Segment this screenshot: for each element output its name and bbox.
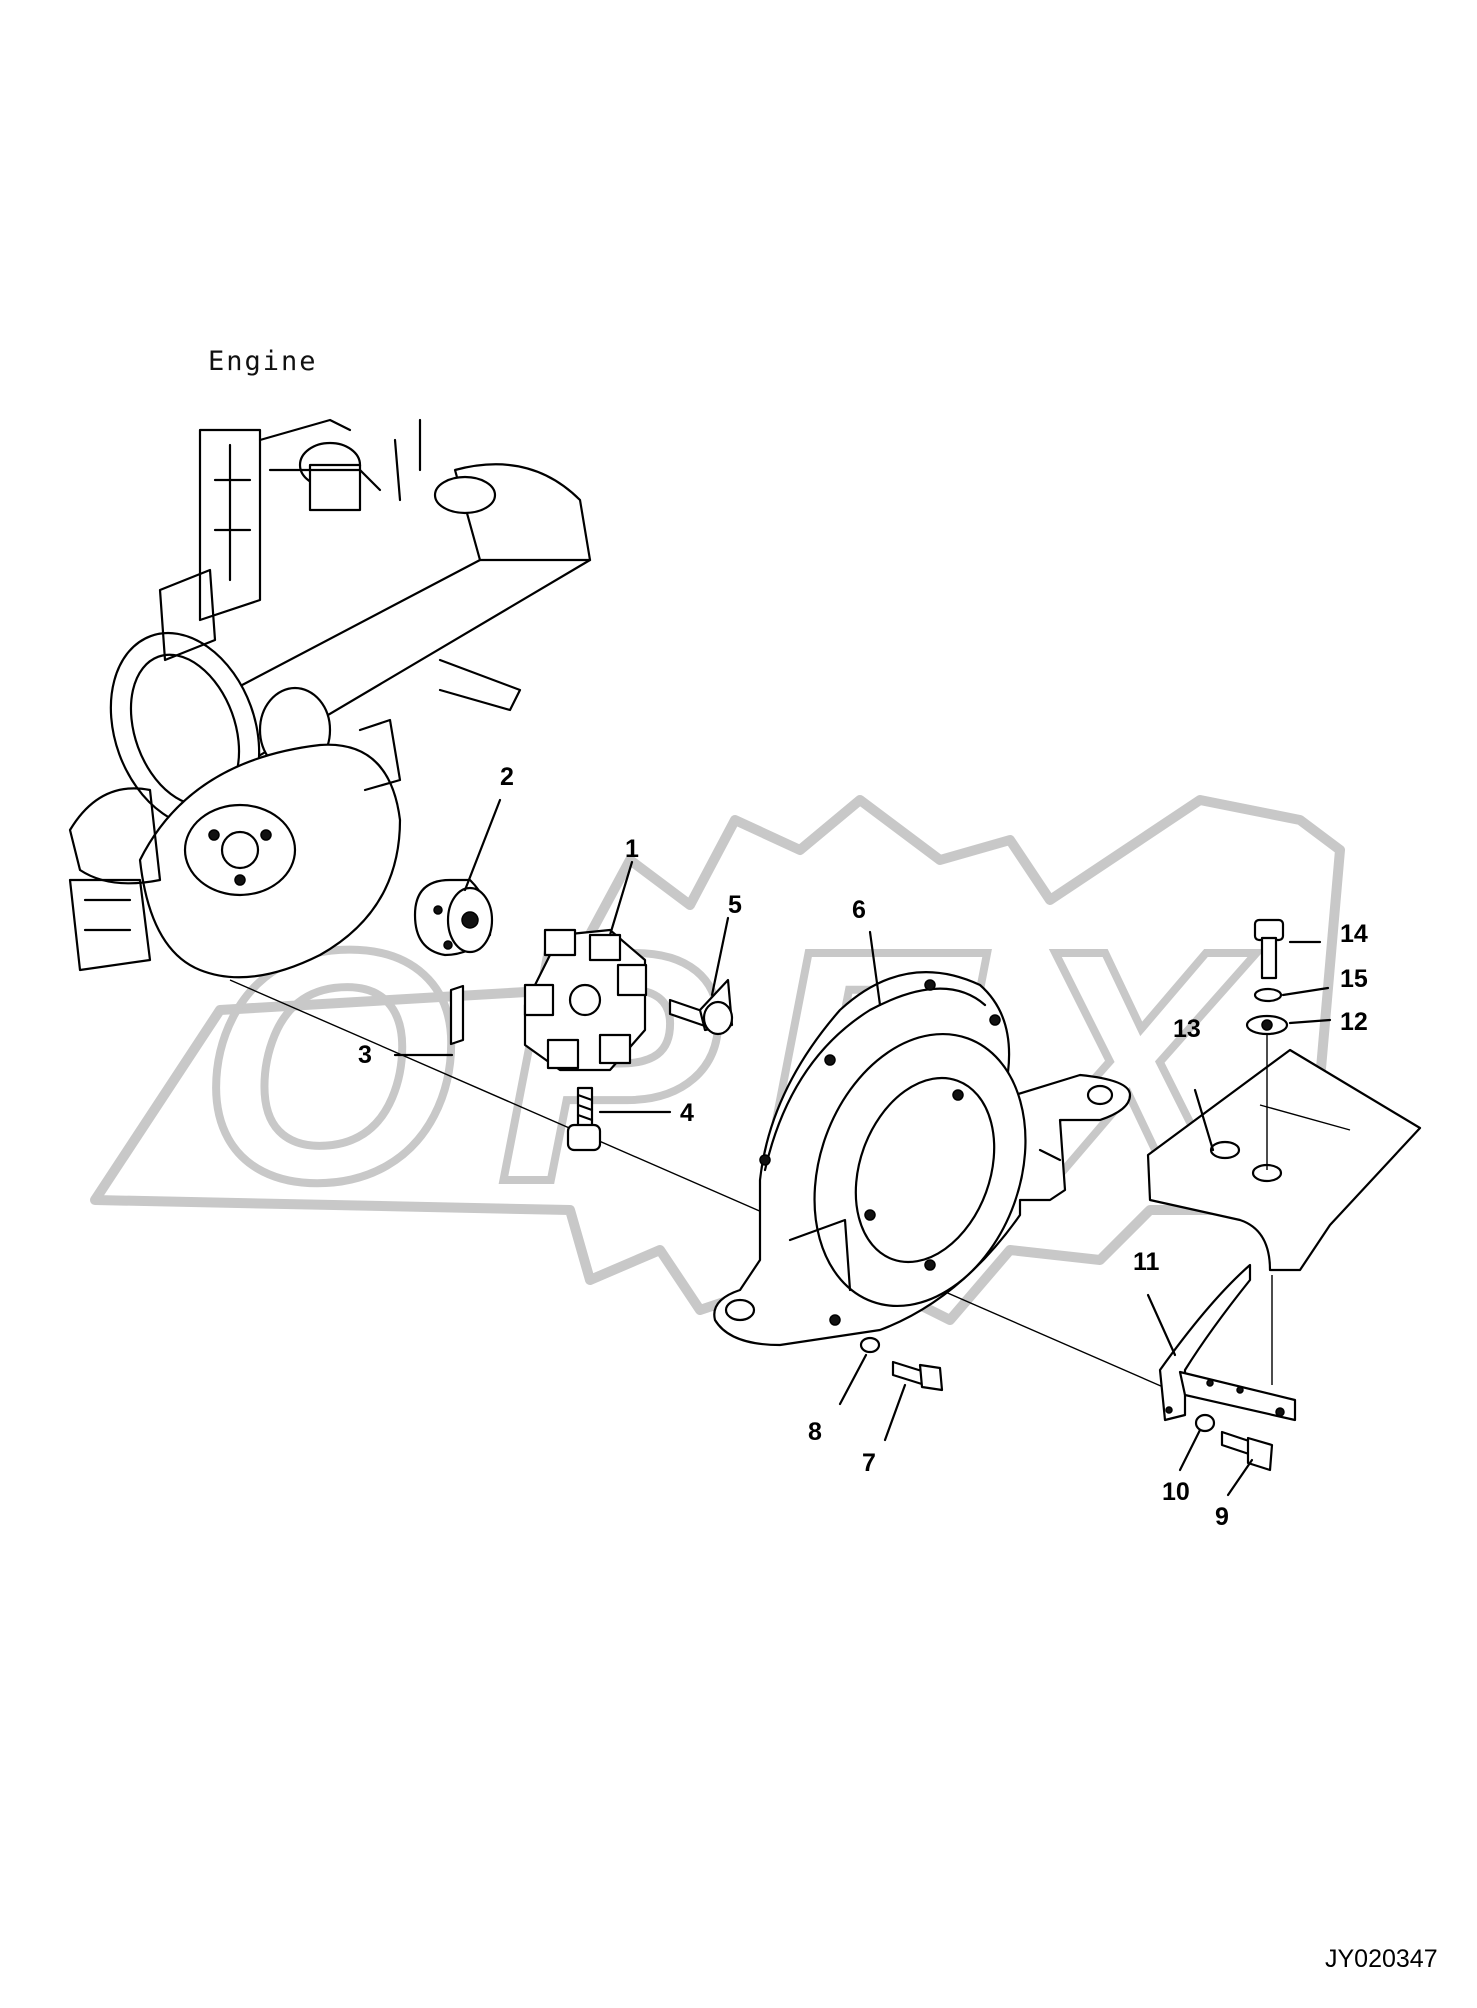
callout-14: 14 [1340,920,1368,948]
callouts: 1 2 3 4 5 6 7 8 9 10 11 12 13 14 15 [358,763,1368,1531]
assembly-line-12-13 [1266,1035,1273,1385]
callout-10: 10 [1162,1478,1190,1506]
part-9-bolt [1220,1430,1274,1472]
callout-5: 5 [728,891,742,919]
part-11-bracket [1158,1263,1297,1422]
alignment-line [229,979,1171,1391]
callout-6: 6 [852,896,866,924]
engine-illustration [68,418,592,979]
callout-11: 11 [1133,1248,1160,1276]
leader-lines [393,798,1332,1497]
callout-9: 9 [1215,1503,1229,1531]
callout-4: 4 [680,1099,694,1127]
part-5-screw [668,978,734,1036]
engine-label: Engine [208,346,318,377]
part-2-hub [413,878,494,957]
part-13-plate [1146,1048,1422,1272]
callout-12: 12 [1340,1008,1368,1036]
part-14-bolt [1253,918,1285,980]
part-1-coupling [523,928,648,1072]
callout-13: 13 [1173,1015,1201,1043]
callout-15: 15 [1340,965,1368,993]
callout-1: 1 [625,835,639,863]
callout-2: 2 [500,763,514,791]
part-15-washer [1253,987,1283,1003]
drawing-code: JY020347 [1325,1945,1438,1973]
part-8-washer [859,1336,881,1354]
part-7-bolt [891,1360,944,1392]
part-6-housing [713,971,1132,1347]
part-10-washer [1194,1413,1216,1433]
callout-3: 3 [358,1041,372,1069]
part-3-pin [449,984,465,1046]
callout-7: 7 [862,1449,876,1477]
part-4-screw [566,1086,602,1152]
callout-8: 8 [808,1418,822,1446]
